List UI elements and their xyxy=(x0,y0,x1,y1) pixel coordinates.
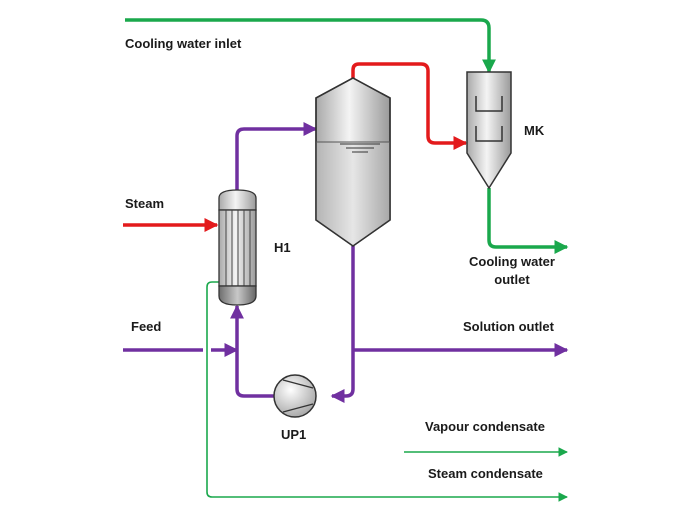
pump-up1 xyxy=(273,374,317,418)
solution-outlet-label: Solution outlet xyxy=(463,319,555,334)
condenser-mk xyxy=(466,71,512,190)
cooling-water-outlet-label-line1: Cooling water xyxy=(469,254,555,269)
heater-to-separator-line xyxy=(235,122,318,190)
steam-condensate-line xyxy=(206,281,568,502)
separator-vessel xyxy=(315,77,391,247)
separator-to-pump-line xyxy=(330,246,355,403)
steam-label: Steam xyxy=(125,196,164,211)
cooling-water-outlet-line xyxy=(487,188,569,254)
vapour-condensate-label: Vapour condensate xyxy=(425,419,545,434)
heater-h1 xyxy=(218,189,257,306)
cooling-water-inlet-label: Cooling water inlet xyxy=(125,36,242,51)
pump-to-heater-line xyxy=(230,304,274,398)
up1-label: UP1 xyxy=(281,427,306,442)
h1-label: H1 xyxy=(274,240,291,255)
feed-label: Feed xyxy=(131,319,161,334)
steam-condensate-label: Steam condensate xyxy=(428,466,543,481)
cooling-water-inlet-line xyxy=(125,18,496,74)
cooling-water-outlet-label-line2: outlet xyxy=(494,272,530,287)
mk-label: MK xyxy=(524,123,545,138)
vapour-line xyxy=(351,62,468,150)
